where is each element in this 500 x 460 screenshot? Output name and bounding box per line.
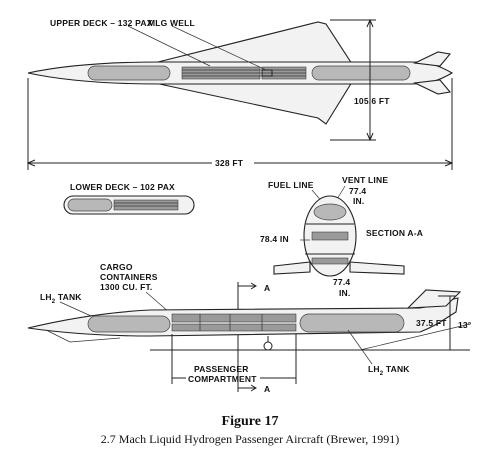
plan-tail-lower: [413, 79, 452, 95]
lower-deck-front-tank: [67, 198, 113, 212]
arrow-a-bottom-label: A: [264, 384, 270, 394]
upper-deck-label: UPPER DECK – 132 PAX: [50, 18, 153, 28]
in-bottom-label: IN.: [339, 288, 350, 298]
plan-view: UPPER DECK – 132 PAX MLG WELL 105.6 FT 3…: [26, 18, 454, 170]
section-wing-left: [273, 261, 311, 275]
length-dim-label: 328 FT: [215, 158, 244, 168]
plan-seat-lines: [182, 69, 306, 77]
vent-line-label: VENT LINE: [342, 175, 388, 185]
lh2-tank-right-subscript: 2: [380, 371, 384, 377]
side-cabin-frames: [199, 314, 263, 331]
plan-mlg-well: [261, 69, 273, 77]
section-wing-right: [349, 261, 405, 275]
figure-subtitle: 2.7 Mach Liquid Hydrogen Passenger Aircr…: [101, 432, 399, 446]
side-front-tank: [87, 315, 171, 333]
dim-78-label: 78.4 IN: [260, 234, 289, 244]
cargo-label-2: CONTAINERS: [100, 272, 158, 282]
figure-title: Figure 17: [222, 414, 279, 429]
angle-label: 13°: [458, 320, 472, 330]
plan-wing-upper: [149, 21, 354, 65]
section-tank-top: [313, 203, 347, 221]
side-tail: [406, 289, 462, 309]
plan-front-tank: [87, 65, 171, 81]
length-dim-arrow-left: [26, 159, 36, 167]
lh2-tank-right-prefix: LH: [368, 364, 380, 374]
dim-77-top-label: 77.4: [349, 186, 366, 196]
lower-deck-seating: [113, 199, 179, 211]
in-top-label: IN.: [353, 196, 364, 206]
section-cut-arrow-bottom: [238, 384, 257, 392]
passenger-label-1: PASSENGER: [194, 364, 249, 374]
side-cabin-lower: [171, 323, 297, 332]
length-dim-arrow-right: [444, 159, 454, 167]
arrow-a-top-label: A: [264, 283, 270, 293]
mlg-well-leader: [171, 25, 267, 71]
section-lower-seats: [311, 257, 349, 265]
cargo-label-1: CARGO: [100, 262, 133, 272]
fuel-line-label: FUEL LINE: [268, 180, 314, 190]
section-view: FUEL LINE VENT LINE 77.4 IN. SECTION A-A…: [260, 175, 423, 298]
side-nose-underline: [45, 329, 121, 343]
lh2-tank-left-label: LH2 TANK: [40, 292, 82, 305]
height-dim-label: 105.6 FT: [354, 96, 390, 106]
height-dim-arrow-bottom: [366, 132, 374, 142]
lh2-tank-right-suffix: TANK: [383, 364, 410, 374]
lower-deck-label: LOWER DECK – 102 PAX: [70, 182, 175, 192]
plan-wing-lower: [149, 81, 353, 125]
lower-deck-seat-lines: [114, 202, 178, 207]
section-cut-arrow-top: [238, 282, 257, 290]
lh2-tank-left-prefix: LH: [40, 292, 52, 302]
lh2-tank-right-label: LH2 TANK: [368, 364, 410, 377]
mlg-well-label: MLG WELL: [148, 18, 195, 28]
section-upper-seats: [311, 231, 349, 241]
lh2-tank-left-suffix: TANK: [55, 292, 82, 302]
cargo-label-3: 1300 CU. FT.: [100, 282, 152, 292]
side-height-label: 37.5 FT: [416, 318, 447, 328]
side-rear-tank: [299, 313, 405, 333]
side-view: CARGO CONTAINERS 1300 CU. FT. LH2 TANK A: [27, 262, 472, 394]
lh2-tank-right-leader: [347, 329, 373, 365]
section-label: SECTION A-A: [366, 228, 423, 238]
side-tail-angle-line: [359, 323, 471, 351]
dim-77-bottom-label: 77.4: [333, 277, 350, 287]
height-dim-arrow-top: [366, 18, 374, 28]
plan-tail-upper: [413, 51, 452, 67]
upper-deck-leader: [127, 25, 211, 67]
plan-rear-tank: [311, 65, 411, 81]
length-dim-label-bg: [212, 157, 254, 169]
side-cabin-upper: [171, 313, 297, 323]
lower-deck-view: LOWER DECK – 102 PAX: [63, 182, 195, 215]
passenger-label-2: COMPARTMENT: [188, 374, 257, 384]
lh2-tank-left-subscript: 2: [52, 299, 56, 305]
side-landing-gear: [263, 341, 273, 351]
